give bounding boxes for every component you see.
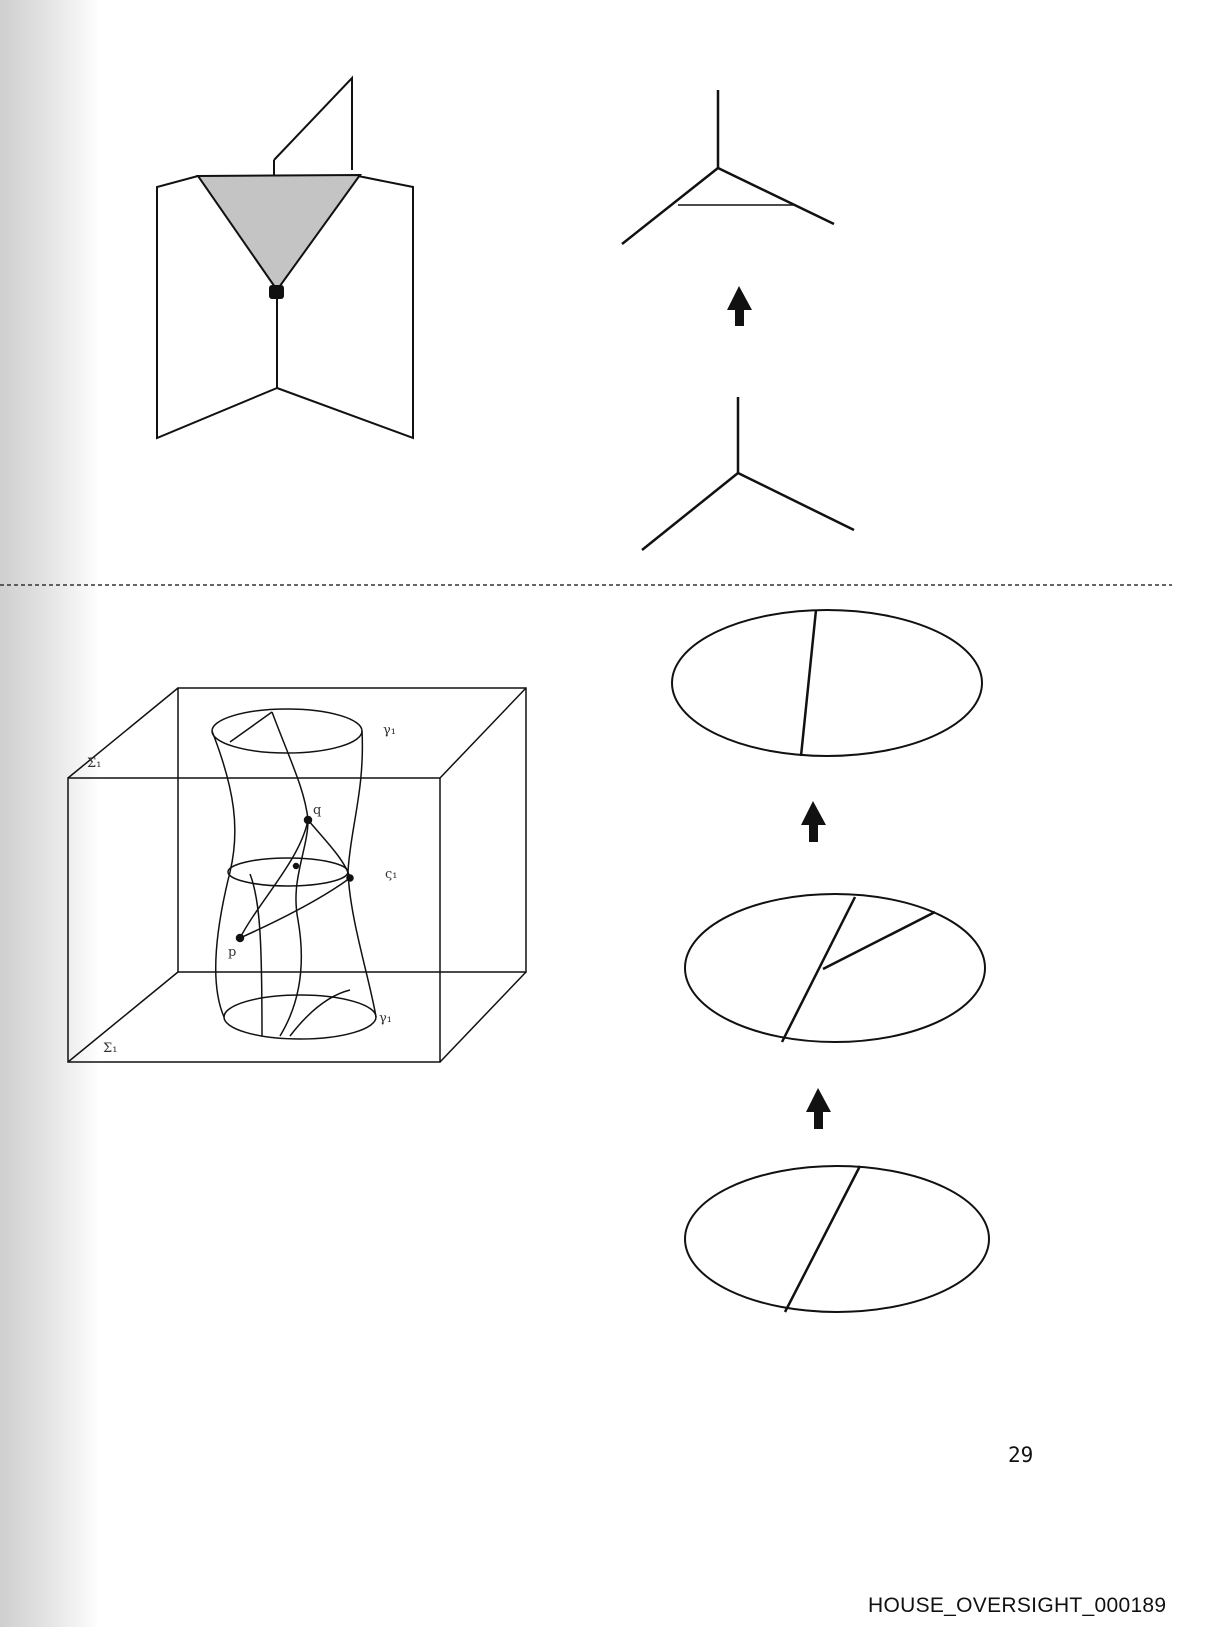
shaded-triangle [196,173,362,292]
tube-bottom-ellipse [223,994,377,1040]
tube-top-ellipse [211,708,363,754]
y-junction-simple [641,397,855,551]
left-plane [156,175,278,440]
box-back-face [177,687,527,973]
ellipse-stage-top [671,609,983,757]
page-number: 29 [1008,1443,1034,1467]
label-s-middle: ς₁ [385,867,398,882]
y-junction-with-triangle [621,90,835,245]
ellipse-stage-middle [684,893,986,1043]
label-sigma-top: Σ₁ [87,756,101,771]
tube-right-wall [347,730,377,1018]
tube-left-wall [211,730,236,1018]
junction-point [269,285,284,299]
tube-in-box-3d-diagram [67,687,527,1063]
point-q [303,815,313,825]
box-front-face [67,777,441,1063]
label-sigma-bottom: Σ₁ [103,1041,117,1056]
triple-junction-3d-diagram [156,75,414,440]
right-plane [276,175,414,440]
label-gamma-top: γ₁ [383,723,396,738]
up-arrow [806,1088,831,1129]
up-arrow [727,286,752,326]
point-p [235,933,245,943]
ellipse-stage-bottom [684,1165,990,1313]
tube-middle-ellipse [227,857,349,887]
label-point-q: q [313,803,321,818]
document-id-footer: HOUSE_OVERSIGHT_000189 [868,1594,1167,1617]
label-point-p: p [228,945,236,960]
label-gamma-bottom: γ₁ [379,1011,392,1026]
up-arrow [801,801,826,842]
scan-shadow-edge [0,0,100,1627]
back-fin [273,75,353,170]
